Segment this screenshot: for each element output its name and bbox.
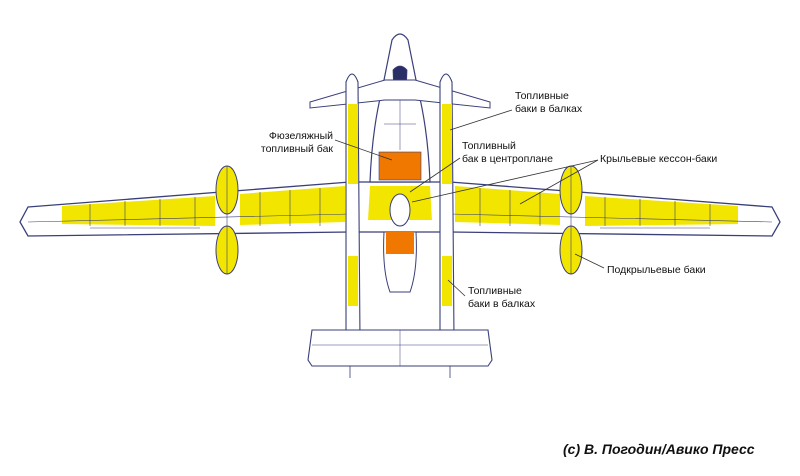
fuselage-fuel-tank [378, 151, 422, 181]
label-boom-tanks-top: Топливные баки в балках [515, 90, 583, 115]
label-boom-tanks-bottom: Топливные баки в балках [468, 285, 536, 310]
right-tail-boom [439, 73, 455, 341]
leader-fuselage-tank [334, 139, 393, 161]
wing-panel-lines [27, 188, 773, 229]
left-boom-rear-tank [348, 256, 358, 306]
rear-horizontal-tail [307, 329, 493, 378]
image-credit: (c) В. Погодин/Авико Пресс [563, 441, 755, 457]
leader-underwing [574, 253, 605, 269]
leader-lines [334, 109, 605, 297]
leader-wing-box-2 [411, 159, 599, 203]
label-underwing-tanks: Подкрыльевые баки [607, 264, 706, 276]
label-wing-box-tanks: Крыльевые кессон-баки [600, 153, 718, 165]
leader-center-wing [409, 157, 461, 193]
left-boom-front-tank [348, 104, 358, 184]
right-boom-front-tank [442, 104, 452, 184]
leader-wing-box-1 [519, 159, 599, 205]
left-inner-wing-box-tank [240, 186, 345, 225]
leader-boom-tanks-bottom [447, 279, 466, 297]
left-underwing-pod [215, 165, 239, 275]
label-fuselage-tank: Фюзеляжный топливный бак [260, 130, 333, 155]
leader-boom-tanks-top [449, 109, 513, 131]
right-inner-wing-box-tank [455, 186, 560, 225]
rear-canopy [389, 193, 411, 227]
rear-orange-tank [386, 232, 414, 254]
right-boom-rear-tank [442, 256, 452, 306]
left-tail-boom [345, 73, 361, 341]
label-center-wing-tank: Топливный бак в центроплане [462, 140, 553, 165]
